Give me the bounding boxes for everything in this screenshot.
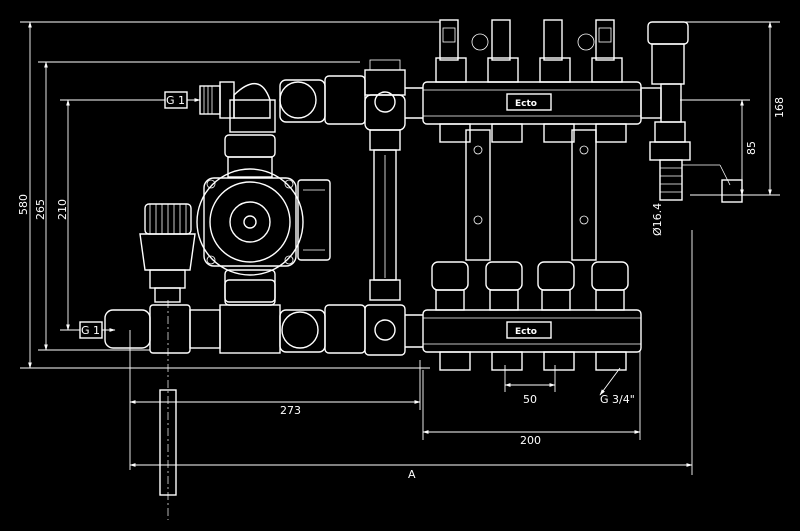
dim-265-label: 265: [34, 199, 47, 220]
flow-meter-4: [591, 19, 623, 83]
dim-210-label: 210: [56, 199, 69, 220]
temperature-probe: [159, 300, 177, 520]
dimension-85: 85: [680, 99, 758, 196]
dimension-diameter: Ø16.4: [651, 203, 664, 236]
dim-50-label: 50: [523, 393, 537, 406]
flow-meter-3: [539, 19, 595, 83]
dim-85-label: 85: [745, 141, 758, 155]
dim-273-label: 273: [280, 404, 301, 417]
dim-168-label: 168: [773, 97, 786, 118]
top-manifold: Ecto: [422, 81, 642, 143]
valve-cap-1: [431, 261, 469, 311]
valve-cap-3: [537, 261, 575, 311]
valve-cap-4: [591, 261, 629, 311]
thread-g1-bottom: G 1: [72, 321, 116, 339]
thread-g1-bottom-label: G 1: [81, 324, 100, 337]
return-pipe-bottom: [405, 314, 423, 348]
flow-meter-1: [435, 19, 467, 83]
dimension-580: 580: [17, 21, 440, 369]
bottom-manifold: Ecto: [422, 309, 642, 371]
dim-A-label: A: [408, 468, 416, 481]
dimension-273: 273: [129, 330, 421, 470]
dimension-200: 200: [422, 350, 641, 447]
thermostatic-valve-head: [139, 203, 196, 303]
valve-cap-2: [485, 261, 523, 311]
top-manifold-brand: Ecto: [515, 99, 537, 109]
bottom-manifold-brand: Ecto: [515, 327, 537, 337]
thread-g3-4-label: G 3/4": [600, 393, 635, 406]
supply-pipe-top: [405, 87, 423, 119]
dim-diameter-label: Ø16.4: [651, 203, 664, 236]
top-left-ball-valve: [199, 75, 366, 133]
bypass-pipe: [364, 59, 406, 356]
dimension-50: 50: [504, 365, 556, 406]
mounting-bracket-right: [571, 129, 597, 261]
bottom-left-valve-group: [104, 279, 366, 354]
dimension-168: 168: [680, 21, 786, 196]
thread-g3-4: G 3/4": [599, 367, 635, 406]
circulation-pump: [196, 134, 331, 303]
flow-meter-2: [471, 19, 519, 83]
dimension-A: A: [129, 230, 693, 481]
dimension-265: 265: [34, 61, 360, 351]
thread-g1-top: G 1: [160, 91, 201, 109]
thread-g1-top-label: G 1: [166, 94, 185, 107]
mounting-bracket-left: [465, 129, 491, 261]
air-vent: [640, 21, 743, 203]
dimension-210: 210: [56, 99, 175, 331]
dim-200-label: 200: [520, 434, 541, 447]
dim-580-label: 580: [17, 194, 30, 215]
